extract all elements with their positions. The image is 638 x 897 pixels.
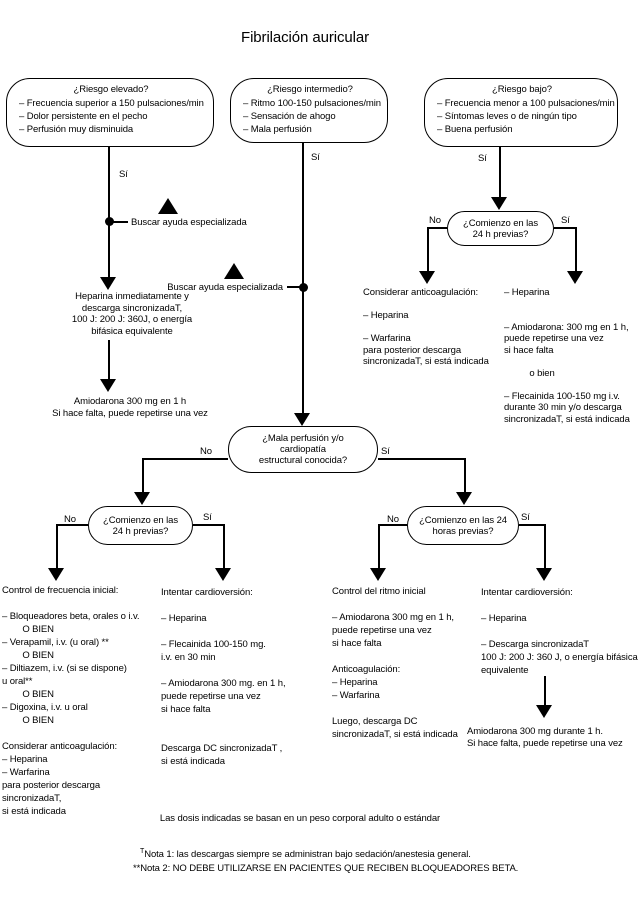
connector-line xyxy=(110,221,128,223)
connector-line xyxy=(428,227,447,229)
page-title: Fibrilación auricular xyxy=(241,29,369,46)
arrowhead-down xyxy=(215,568,231,581)
rate-control-column: Control de frecuencia inicial: – Bloquea… xyxy=(2,585,140,817)
connector-line xyxy=(575,227,577,272)
low-risk-yes-treatment-text: – Heparina – Amiodarona: 300 mg en 1 h, … xyxy=(504,287,630,425)
connector-line xyxy=(554,227,577,229)
connector-line xyxy=(544,676,546,706)
yes-label: Sí xyxy=(311,152,320,163)
decision-bad-perfusion: ¿Mala perfusión y/o cardiopatía estructu… xyxy=(228,426,378,473)
junction-dot xyxy=(105,217,114,226)
connector-line xyxy=(57,524,88,526)
footnote-2: **Nota 2: NO DEBE UTILIZARSE EN PACIENTE… xyxy=(133,863,519,874)
cardioversion-left-column: Intentar cardioversión: – Heparina – Fle… xyxy=(161,587,286,767)
connector-line xyxy=(544,524,546,569)
cardioversion-right-column: Intentar cardioversión: – Heparina – Des… xyxy=(481,587,638,676)
decision-onset-24h-right: ¿Comienzo en las 24 horas previas? xyxy=(407,506,519,545)
risk-intermediate-question: ¿Riesgo intermedio? xyxy=(267,84,353,95)
rhythm-control-column: Control del ritmo inicial – Amiodarona 3… xyxy=(332,586,458,740)
yes-label: Sí xyxy=(381,446,390,457)
connector-line xyxy=(108,340,110,379)
connector-line xyxy=(193,524,225,526)
junction-dot xyxy=(299,283,308,292)
connector-line xyxy=(56,524,58,569)
amiodarone-final-text: Amiodarona 300 mg durante 1 h. Si hace f… xyxy=(467,726,623,749)
yes-label: Sí xyxy=(119,169,128,180)
connector-line xyxy=(143,458,228,460)
footnote-1-text: Nota 1: las descargas siempre se adminis… xyxy=(144,849,471,861)
arrowhead-down xyxy=(48,568,64,581)
arrowhead-down xyxy=(134,492,150,505)
warning-triangle-icon xyxy=(158,198,178,214)
risk-low-box: ¿Riesgo bajo? – Frecuencia menor a 100 p… xyxy=(424,78,618,147)
yes-label: Sí xyxy=(478,153,487,164)
footnote-1: TNota 1: las descargas siempre se admini… xyxy=(140,846,471,861)
connector-line xyxy=(378,524,380,569)
arrowhead-down xyxy=(567,271,583,284)
no-label: No xyxy=(387,514,399,525)
connector-line xyxy=(223,524,225,569)
risk-high-criteria: – Frecuencia superior a 150 pulsaciones/… xyxy=(19,98,204,135)
decision-onset-24h-top: ¿Comienzo en las 24 h previas? xyxy=(447,211,554,246)
arrowhead-down xyxy=(370,568,386,581)
arrowhead-down xyxy=(491,197,507,210)
yes-label: Sí xyxy=(561,215,570,226)
risk-high-box: ¿Riesgo elevado? – Frecuencia superior a… xyxy=(6,78,214,147)
risk-low-criteria: – Frecuencia menor a 100 pulsaciones/min… xyxy=(437,98,615,135)
connector-line xyxy=(287,286,302,288)
heparin-shock-text: Heparina inmediatamente y descarga sincr… xyxy=(71,291,193,337)
footnote-1-marker: T xyxy=(140,848,145,855)
risk-low-question: ¿Riesgo bajo? xyxy=(492,84,552,95)
no-label: No xyxy=(200,446,212,457)
amiodarone-text: Amiodarona 300 mg en 1 h Si hace falta, … xyxy=(52,396,208,419)
yes-label: Sí xyxy=(203,512,212,523)
arrowhead-down xyxy=(536,568,552,581)
seek-help-label: Buscar ayuda especializada xyxy=(131,217,247,228)
no-label: No xyxy=(429,215,441,226)
connector-line xyxy=(142,458,144,493)
anticoagulation-consider-text: Considerar anticoagulación: – Heparina –… xyxy=(363,287,489,367)
connector-line xyxy=(379,524,407,526)
arrowhead-down xyxy=(100,379,116,392)
arrowhead-down xyxy=(456,492,472,505)
arrowhead-down xyxy=(294,413,310,426)
arrowhead-down xyxy=(100,277,116,290)
doses-note: Las dosis indicadas se basan en un peso … xyxy=(159,813,441,824)
decision-onset-24h-left: ¿Comienzo en las 24 h previas? xyxy=(88,506,193,545)
no-label: No xyxy=(64,514,76,525)
seek-help-label: Buscar ayuda especializada xyxy=(167,282,283,293)
connector-line xyxy=(499,147,501,197)
connector-line xyxy=(378,458,466,460)
arrowhead-down xyxy=(536,705,552,718)
connector-line xyxy=(427,227,429,272)
connector-line xyxy=(108,147,110,277)
risk-intermediate-box: ¿Riesgo intermedio? – Ritmo 100-150 puls… xyxy=(230,78,388,143)
risk-high-question: ¿Riesgo elevado? xyxy=(73,84,149,95)
arrowhead-down xyxy=(419,271,435,284)
risk-intermediate-criteria: – Ritmo 100-150 pulsaciones/min – Sensac… xyxy=(243,98,381,135)
connector-line xyxy=(519,524,546,526)
connector-line xyxy=(302,143,304,413)
warning-triangle-icon xyxy=(224,263,244,279)
yes-label: Sí xyxy=(521,512,530,523)
connector-line xyxy=(464,458,466,493)
